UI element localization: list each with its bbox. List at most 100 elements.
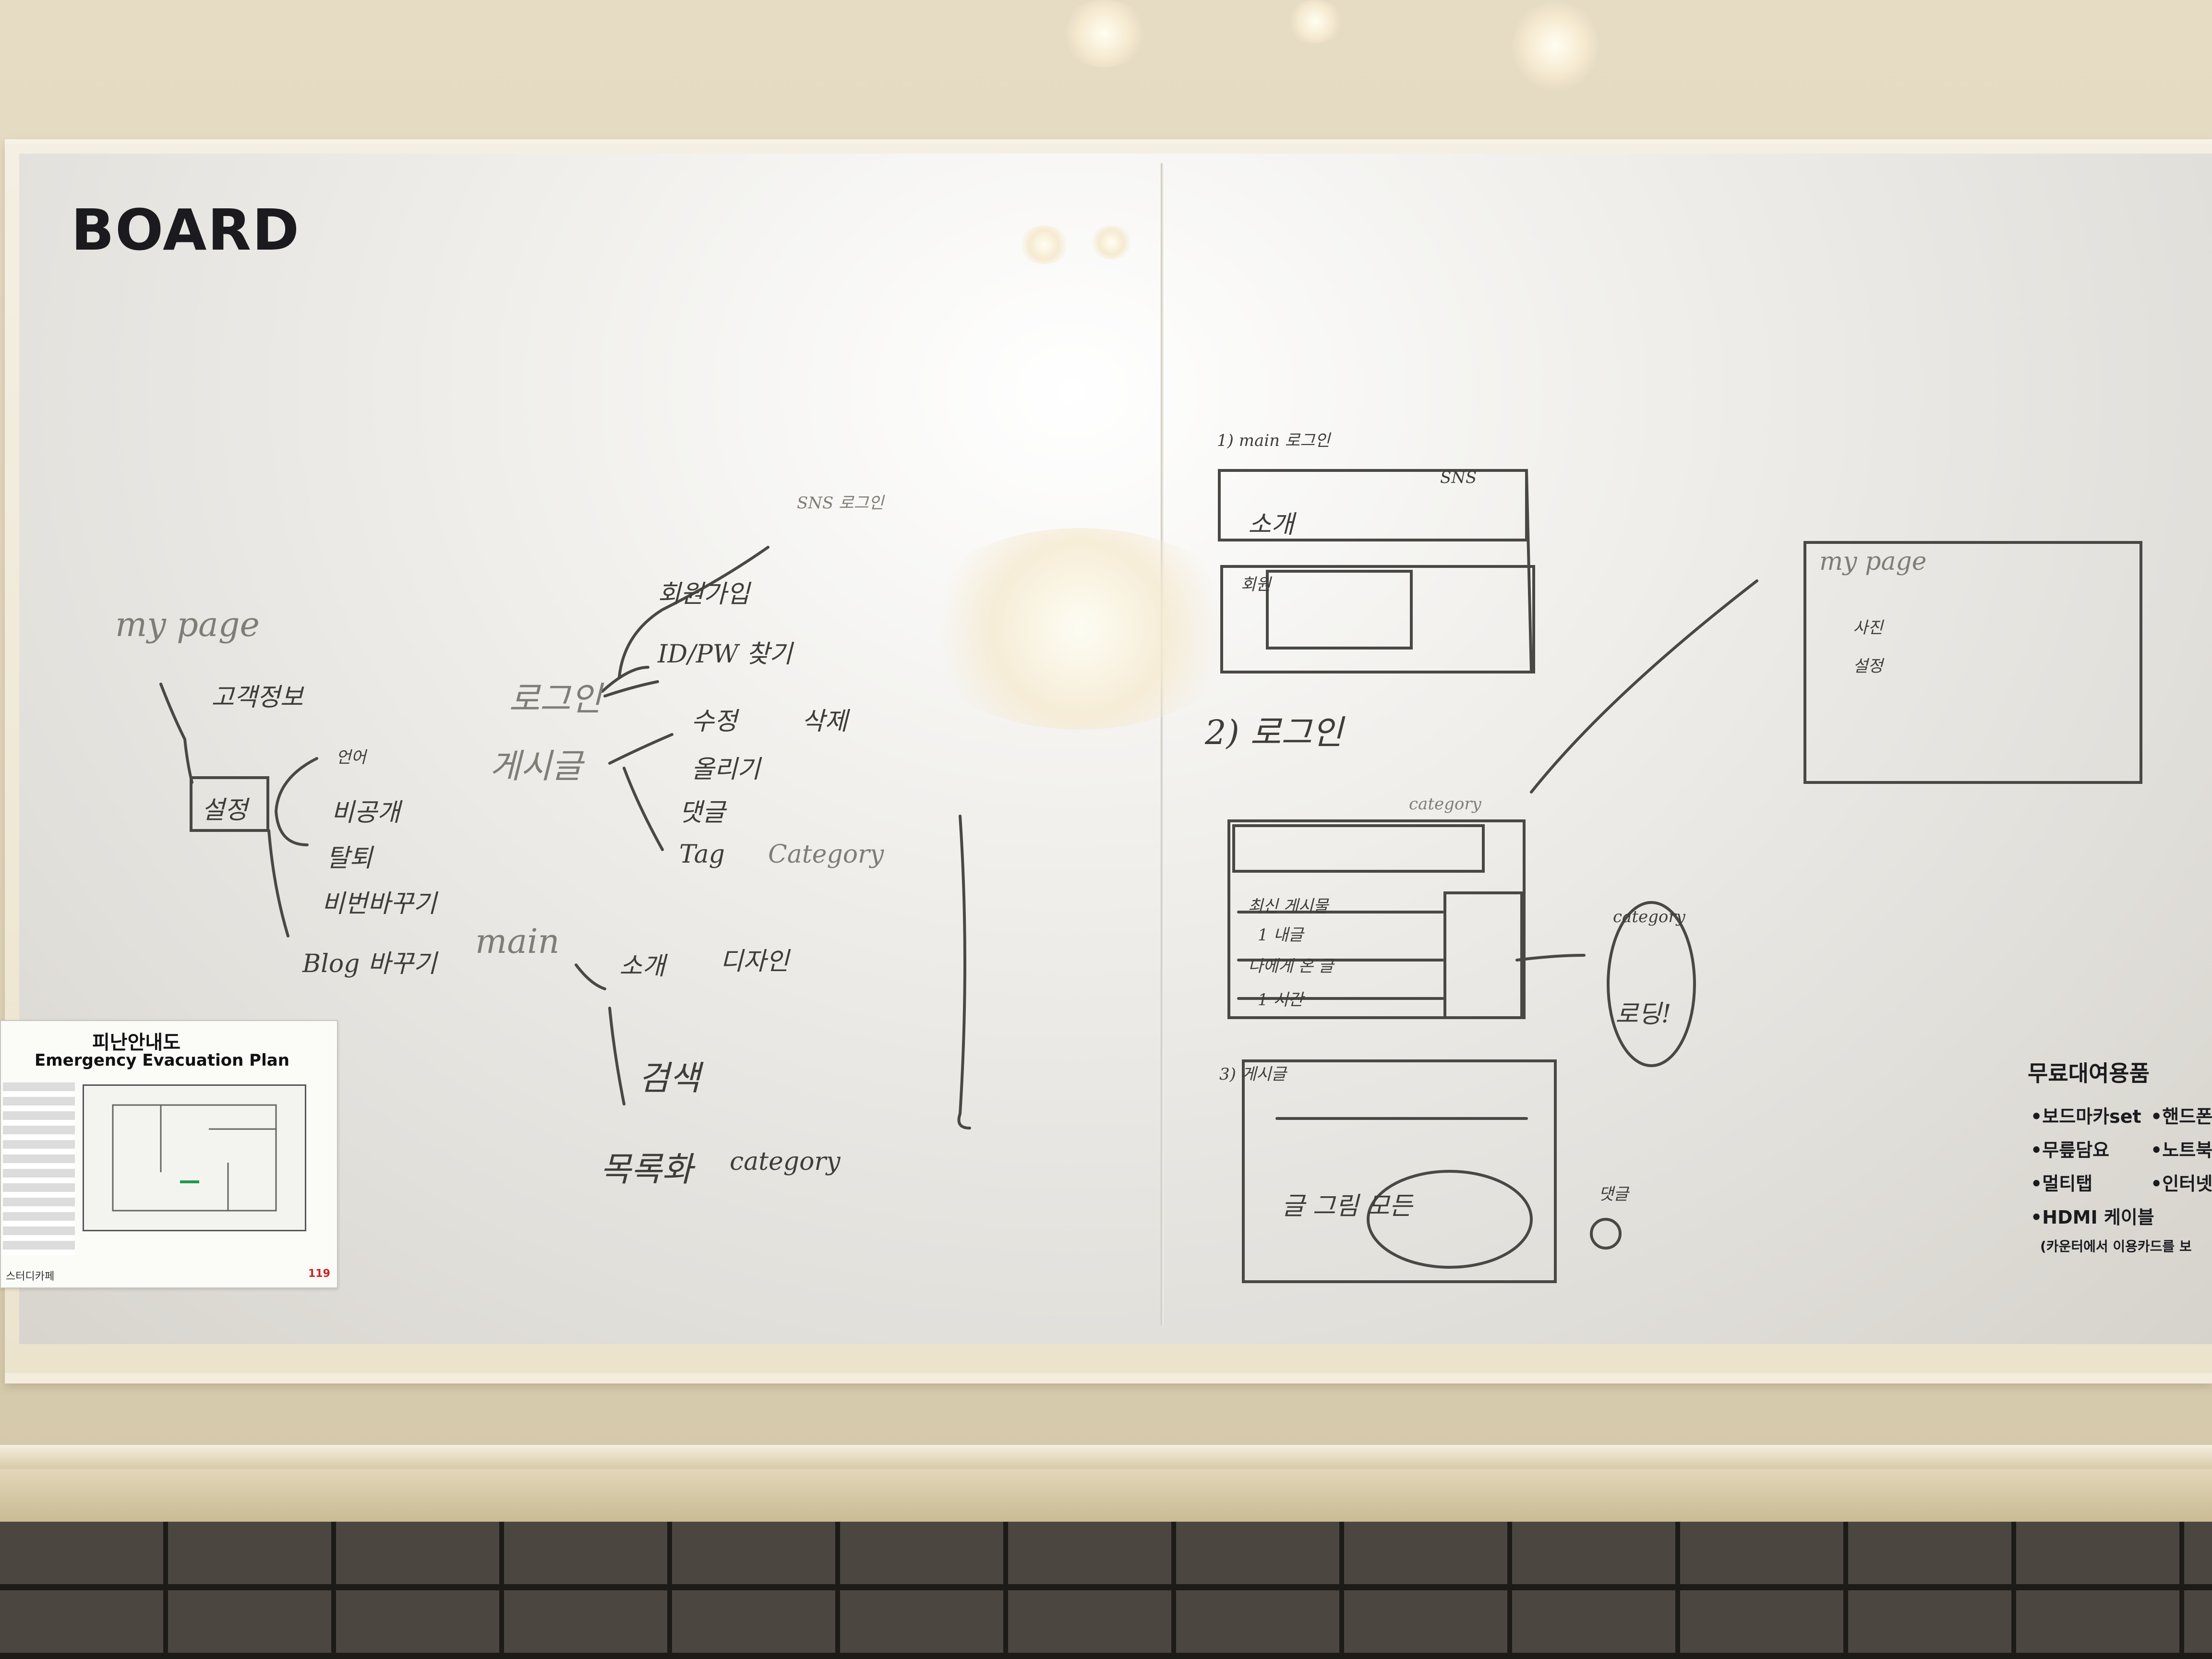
left-main-item-1: 소개 xyxy=(619,952,665,981)
wireframe-posts-outer xyxy=(1242,1059,1557,1283)
arrow-to-category xyxy=(1515,954,1586,962)
floor-map-lines xyxy=(112,1104,277,1212)
evacuation-legend xyxy=(3,1082,75,1255)
left-post-item-2: 삭제 xyxy=(802,707,848,736)
settings-box xyxy=(190,776,269,832)
left-main-item-5: category xyxy=(730,1147,841,1176)
left-settings-item-5: Blog 바꾸기 xyxy=(302,950,437,978)
right-loading: 로딩! xyxy=(1615,1000,1671,1029)
left-post-item-6: Category xyxy=(768,840,884,869)
right-intro: 소개 xyxy=(1248,510,1294,539)
evacuation-footer-brand: 스터디카페 xyxy=(6,1271,55,1283)
evacuation-footer-emergency: 119 xyxy=(308,1268,330,1280)
left-main-item-2: 디자인 xyxy=(720,947,789,976)
branch-posts xyxy=(608,733,673,765)
right-category-note: category xyxy=(1613,907,1685,926)
rental-item-phone: •핸드폰 xyxy=(2151,1106,2212,1127)
chandelier-crystal-left xyxy=(1061,0,1147,67)
evacuation-footer: 스터디카페 119 xyxy=(1,1261,337,1285)
right-mypage-item-1: 사진 xyxy=(1853,618,1883,637)
left-settings-item-2: 비공개 xyxy=(331,798,400,827)
rental-item-power-strip: •멀티탭 xyxy=(2031,1173,2093,1194)
whiteboard xyxy=(19,154,2212,1344)
wireframe-login-header xyxy=(1232,824,1485,873)
rental-note: (카운터에서 이용카드를 보 xyxy=(2040,1238,2192,1254)
right-post-box-text: 글 그림 모든 xyxy=(1282,1192,1413,1221)
left-posts: 게시글 xyxy=(490,746,583,786)
left-settings-item-4: 비번바꾸기 xyxy=(322,890,437,918)
rental-item-marker-set: •보드마카set xyxy=(2031,1106,2141,1127)
left-post-item-1: 수정 xyxy=(691,707,737,736)
left-main-item-4: 목록화 xyxy=(600,1150,693,1189)
evacuation-title-english: Emergency Evacuation Plan xyxy=(35,1051,289,1070)
rental-item-hdmi: •HDMI 케이블 xyxy=(2031,1207,2154,1228)
right-section-3: 3) 게시글 xyxy=(1219,1065,1286,1084)
branch-main-search xyxy=(608,1007,625,1106)
wireframe-main-inner xyxy=(1266,570,1413,649)
right-section-1: 1) main 로그인 xyxy=(1217,431,1330,450)
rental-item-blanket: •무릎담요 xyxy=(2031,1140,2110,1161)
wireframe-login-side xyxy=(1443,891,1523,1019)
wireframe-main-right xyxy=(1525,469,1533,673)
left-post-item-3: 올리기 xyxy=(691,755,760,784)
wireframe-login-list xyxy=(1237,911,1444,1000)
chair-rail-molding xyxy=(0,1445,2212,1469)
rental-item-laptop: •노트북 xyxy=(2151,1140,2212,1161)
left-sns-login: SNS 로그인 xyxy=(797,493,884,513)
left-customer-info: 고객정보 xyxy=(211,683,303,712)
right-comment: 댓글 xyxy=(1599,1185,1629,1204)
evacuation-floor-map xyxy=(83,1084,306,1231)
right-list-label-2: 1 내글 xyxy=(1258,926,1303,945)
wireframe-main-outer xyxy=(1220,565,1535,673)
branch-posts-list xyxy=(623,767,664,851)
right-list-label-3: 나에게 온 글 xyxy=(1248,957,1334,976)
right-list-label-1: 최신 게시물 xyxy=(1248,897,1329,916)
posts-text-bubble xyxy=(1367,1170,1533,1269)
evacuation-title-korean: 피난안내도 xyxy=(92,1032,180,1054)
left-login-item-1: 회원가입 xyxy=(658,580,750,609)
left-settings-item-3: 탈퇴 xyxy=(326,844,373,873)
arrow-login-to-sns xyxy=(618,546,769,678)
right-mypage-item-2: 설정 xyxy=(1853,657,1883,676)
bracket-mypage xyxy=(159,683,193,784)
left-main: main xyxy=(475,922,560,961)
rental-item-internet: •인터넷 xyxy=(2151,1173,2212,1194)
left-post-item-4: 댓글 xyxy=(679,798,725,827)
right-sns: SNS xyxy=(1440,468,1477,487)
brick-wall xyxy=(0,1522,2212,1659)
left-post-item-5: Tag xyxy=(679,840,725,869)
left-settings: 설정 xyxy=(202,796,248,825)
wainscot-panel xyxy=(0,1469,2212,1527)
wireframe-mypage xyxy=(1803,541,2142,784)
arrow-to-mypage xyxy=(1530,579,1758,793)
category-bubble xyxy=(1607,901,1696,1067)
right-list-label-4: 1 시간 xyxy=(1258,990,1303,1010)
branch-login xyxy=(601,666,649,693)
right-mypage-heading: my page xyxy=(1819,547,1927,576)
rental-title: 무료대여용품 xyxy=(2028,1060,2150,1086)
chandelier-reflection xyxy=(912,528,1248,730)
bracket-settings xyxy=(274,757,318,846)
right-member: 회원 xyxy=(1241,575,1271,594)
light-reflection-left xyxy=(1018,226,1070,264)
right-category-label: category xyxy=(1409,794,1481,814)
left-main-item-3: 검색 xyxy=(638,1058,700,1098)
evacuation-plan-notice: 피난안내도 Emergency Evacuation Plan 스터디카페 11… xyxy=(0,1020,338,1288)
chandelier-crystal-middle xyxy=(1286,0,1344,43)
light-reflection-right xyxy=(1090,226,1133,259)
comment-bubble xyxy=(1590,1218,1622,1250)
branch-login-2 xyxy=(603,680,659,697)
left-settings-item-1: 언어 xyxy=(336,748,366,767)
right-section-2: 2) 로그인 xyxy=(1205,713,1343,752)
chandelier-crystal-right xyxy=(1512,0,1599,91)
left-login: 로그인 xyxy=(509,679,602,719)
branch-settings-to-blog xyxy=(267,829,289,938)
branch-main xyxy=(575,963,606,990)
left-mypage-heading: my page xyxy=(115,605,260,644)
whiteboard-panel-seam xyxy=(1161,163,1164,1325)
wireframe-login-outer xyxy=(1227,819,1526,1019)
stray-stroke xyxy=(957,815,971,1130)
board-sign: BOARD xyxy=(71,197,301,263)
